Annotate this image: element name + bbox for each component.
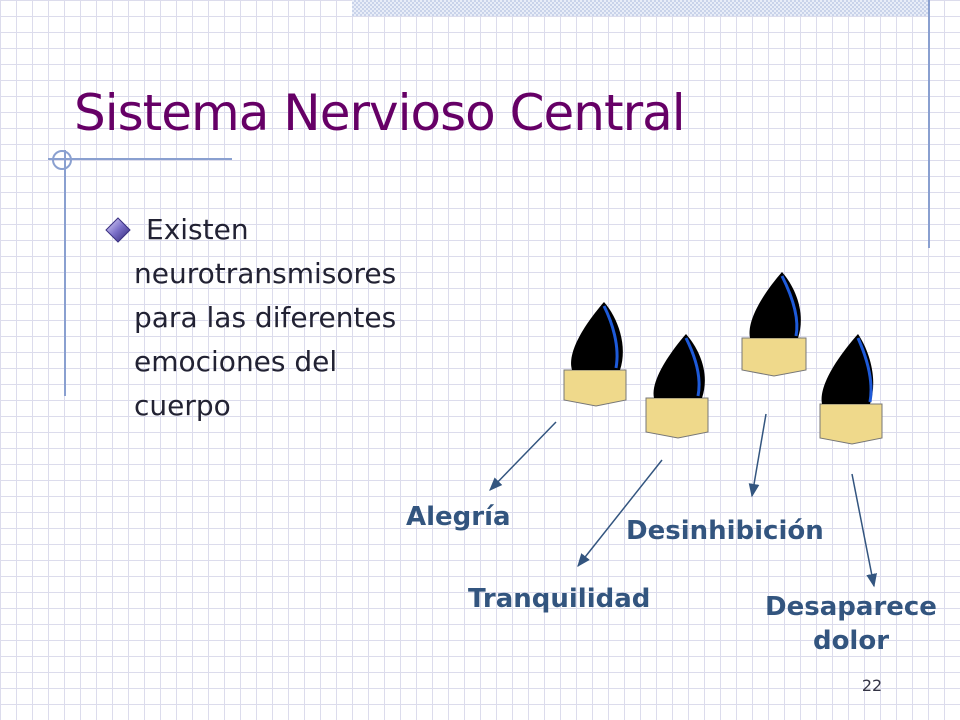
label-dolor-line: Desaparece: [765, 592, 937, 622]
bullet-line: Existen: [146, 213, 249, 246]
right-vertical-line: [928, 0, 930, 248]
top-decorative-band: [352, 0, 928, 16]
corner-circle: [52, 150, 72, 170]
bullet-line: cuerpo: [134, 389, 231, 422]
label-desinhibicion: Desinhibición: [626, 516, 824, 546]
label-tranquilidad: Tranquilidad: [468, 584, 651, 614]
arrow-to-tranquilidad: [577, 459, 663, 568]
ink-droplet-icon: [563, 302, 627, 407]
title-underline: [48, 158, 232, 160]
bullet-line: neurotransmisores: [134, 257, 397, 290]
label-dolor-line: dolor: [812, 626, 890, 656]
bullet-line: emociones del: [134, 345, 338, 378]
left-vertical-line: [64, 150, 66, 396]
ink-droplet-icon: [741, 272, 807, 377]
page-number: 22: [861, 676, 883, 695]
arrow-to-alegria: [489, 421, 557, 491]
arrow-to-desinhibicion: [748, 413, 767, 498]
bullet-text: Existen neurotransmisores para las difer…: [134, 208, 454, 428]
ink-droplet-icon: [819, 334, 883, 445]
slide-title: Sistema Nervioso Central: [74, 84, 686, 142]
arrow-to-dolor: [851, 473, 877, 588]
label-dolor: Desaparece dolor: [756, 590, 946, 658]
bullet-line: para las diferentes: [134, 301, 397, 334]
diamond-bullet-icon: [105, 217, 131, 243]
ink-droplet-icon: [645, 334, 709, 439]
label-alegria: Alegría: [406, 502, 511, 532]
